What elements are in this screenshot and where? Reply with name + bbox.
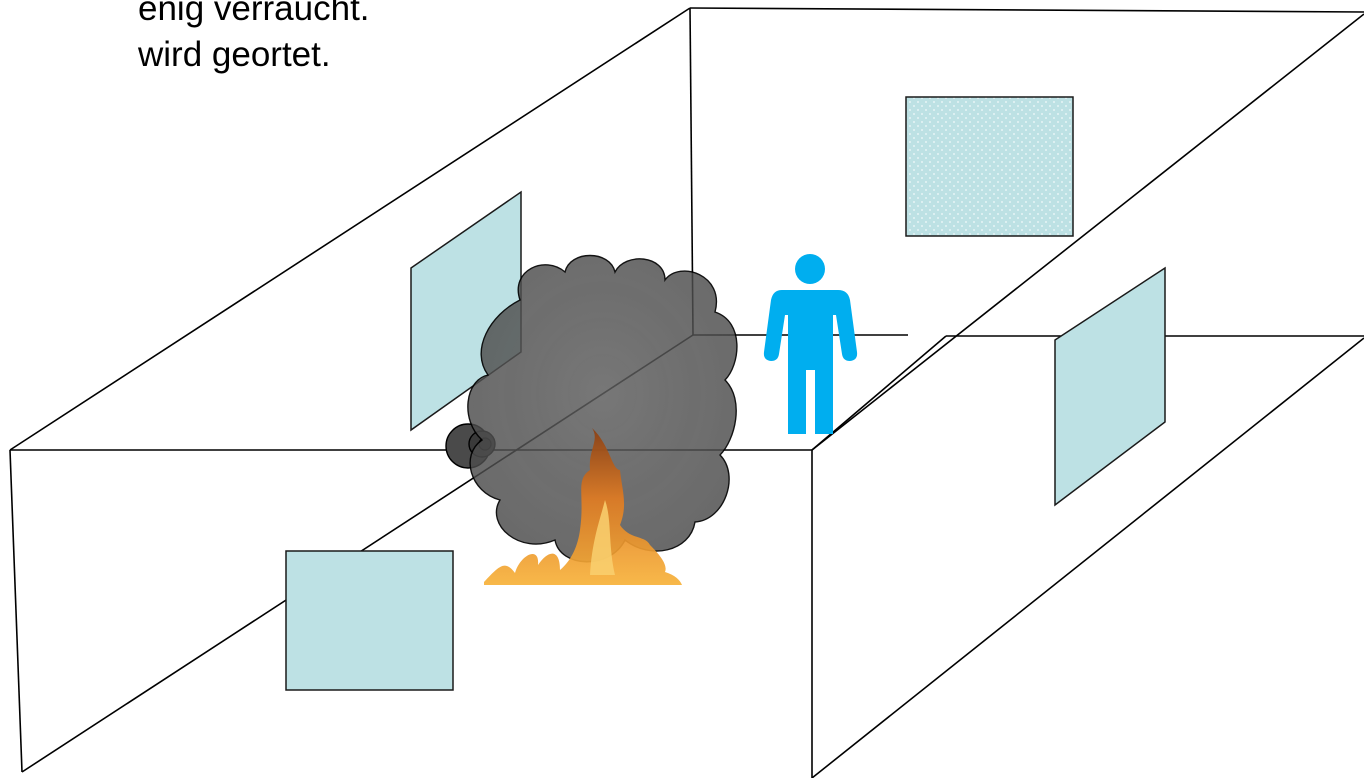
caption-line-1: enig verraucht. xyxy=(138,0,370,32)
caption-text: enig verraucht. wird geortet. xyxy=(138,0,370,78)
right-wall-window xyxy=(1055,268,1165,505)
front-window xyxy=(286,551,453,690)
caption-line-2: wird geortet. xyxy=(138,32,370,78)
back-window xyxy=(906,97,1073,236)
person-icon xyxy=(764,254,857,434)
